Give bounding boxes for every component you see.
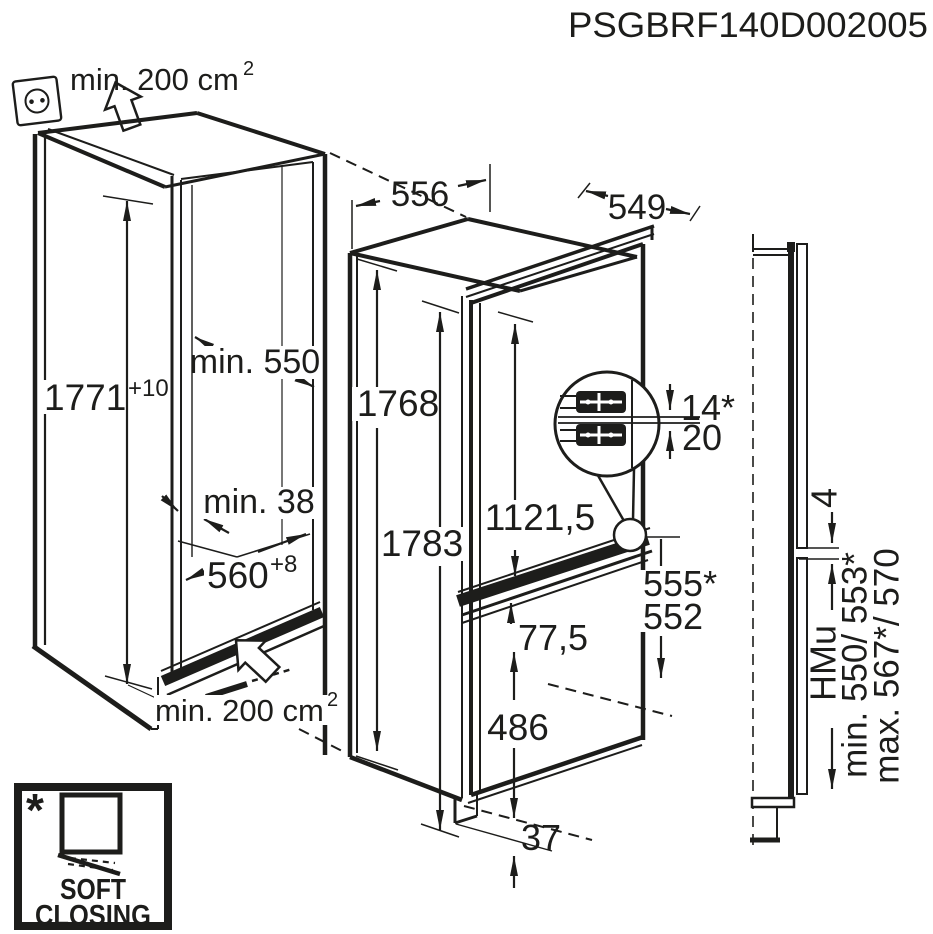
- badge-line2: CLOSING: [35, 900, 151, 932]
- side-section-view: 4 HMu min. 550/ 553* max. 567*/ 570: [750, 234, 906, 845]
- vent-top-sup: 2: [243, 58, 254, 80]
- door-overlap-dimension: 555* 552: [640, 536, 720, 678]
- appliance-drawing-lines: [347, 217, 655, 825]
- socket-icon: [11, 75, 63, 127]
- total-height-label: 1783: [381, 523, 463, 564]
- plinth-label: 37: [521, 817, 561, 858]
- top-depth-label: 549: [608, 188, 666, 227]
- niche-height-tolerance: +10: [128, 375, 169, 402]
- top-clearance-dimension: 4: [804, 488, 845, 543]
- lower-door-label: 486: [487, 707, 549, 748]
- top-depth-dimension: 549: [577, 182, 701, 227]
- niche-side-max-label: max. 567*/ 570: [867, 548, 906, 783]
- top-width-dimension: 556: [351, 164, 491, 249]
- niche-side-min-label: min. 550/ 553*: [835, 552, 874, 778]
- hinge-gap-upper-label: 14*: [681, 387, 735, 428]
- hinge-detail-magnifier-icon: [553, 370, 700, 553]
- vent-top-label: min. 200 cm: [70, 62, 239, 97]
- niche-height-side-dimension: HMu min. 550/ 553* max. 567*/ 570: [803, 548, 906, 789]
- niche-depth-dimension: min. 550: [190, 336, 320, 388]
- vent-bottom-label: min. 200 cm: [155, 693, 324, 728]
- rear-gap-dimension: min. 38: [160, 483, 319, 534]
- niche-width-dimension: 560 +8: [185, 532, 307, 596]
- upper-door-label: 1121,5: [485, 497, 595, 538]
- side-section-lines: [750, 234, 839, 845]
- airflow-top-arrow-icon: [102, 80, 144, 133]
- hinge-gap-lower-label: 20: [682, 417, 722, 458]
- badge-asterisk: *: [26, 784, 44, 836]
- door-gap-dimension: 77,5: [507, 603, 597, 658]
- niche-depth-label: min. 550: [190, 343, 320, 381]
- soft-closing-badge: * SOFT CLOSING: [14, 783, 172, 932]
- top-width-label: 556: [391, 175, 449, 214]
- niche-height-label: 1771: [44, 377, 126, 418]
- drawing-number: PSGBRF140D002005: [568, 6, 928, 45]
- niche-width-tolerance: +8: [270, 551, 297, 578]
- hinge-gap-dimension: 14* 20: [666, 384, 735, 459]
- niche-width-label: 560: [207, 555, 269, 596]
- airflow-bottom-arrow-icon: [234, 639, 282, 684]
- niche-height-dimension: 1771 +10: [42, 195, 169, 700]
- niche-drawing-lines: [31, 111, 347, 755]
- niche-view: 1771 +10 min. 550 min. 38 560 +8 min. 20…: [11, 58, 347, 755]
- lower-door-dimension: 486: [487, 652, 549, 818]
- badge-line1: SOFT: [60, 874, 126, 906]
- appliance-view: 556 549 1768 1783: [329, 152, 735, 888]
- top-clearance-label: 4: [804, 488, 845, 508]
- plinth-dimension: 37: [455, 817, 561, 888]
- total-height-dimension: 1783: [381, 300, 465, 838]
- rear-gap-label: min. 38: [203, 483, 315, 521]
- hinge-cross-section: [558, 380, 700, 468]
- body-height-label: 1768: [357, 383, 439, 424]
- body-height-dimension: 1768: [352, 258, 447, 771]
- door-overlap-label-b: 552: [643, 596, 703, 637]
- soft-closing-door-icon: [57, 792, 123, 877]
- door-gap-label: 77,5: [518, 617, 588, 658]
- vent-bottom-sup: 2: [327, 689, 338, 711]
- door-overlap-label-a: 555*: [643, 563, 717, 604]
- upper-door-dimension: 1121,5: [485, 311, 596, 576]
- niche-side-label: HMu: [803, 625, 844, 701]
